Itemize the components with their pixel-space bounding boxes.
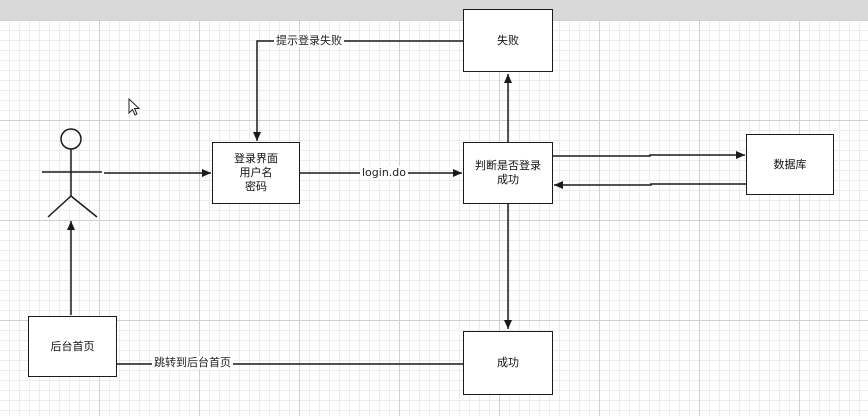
node-success-label: 成功	[497, 356, 519, 369]
edge-label-login-do: login.do	[360, 166, 409, 179]
node-admin-home-label: 后台首页	[50, 339, 95, 353]
node-judge-login-label: 判断是否登录 成功	[475, 159, 541, 186]
actor-icon	[42, 128, 102, 218]
edge-label-login-failed: 提示登录失败	[274, 34, 344, 47]
node-database[interactable]: 数据库	[746, 134, 834, 195]
node-login-page[interactable]: 登录界面 用户名 密码	[212, 142, 300, 204]
mouse-cursor-icon	[128, 98, 141, 116]
node-admin-home[interactable]: 后台首页	[28, 316, 117, 377]
node-fail[interactable]: 失败	[463, 9, 553, 72]
node-login-page-label: 登录界面 用户名 密码	[234, 152, 278, 193]
edge-judge-to-database	[552, 151, 745, 159]
node-fail-label: 失败	[497, 33, 519, 47]
app-toolbar	[0, 0, 868, 20]
edge-fail-to-login	[253, 40, 464, 141]
node-database-label: 数据库	[773, 157, 807, 171]
edge-database-to-judge	[554, 181, 746, 189]
node-judge-login[interactable]: 判断是否登录 成功	[463, 142, 553, 204]
diagram-canvas[interactable]	[0, 20, 868, 416]
node-success[interactable]: 成功	[463, 331, 553, 395]
edge-label-redirect-admin: 跳转到后台首页	[152, 356, 233, 369]
